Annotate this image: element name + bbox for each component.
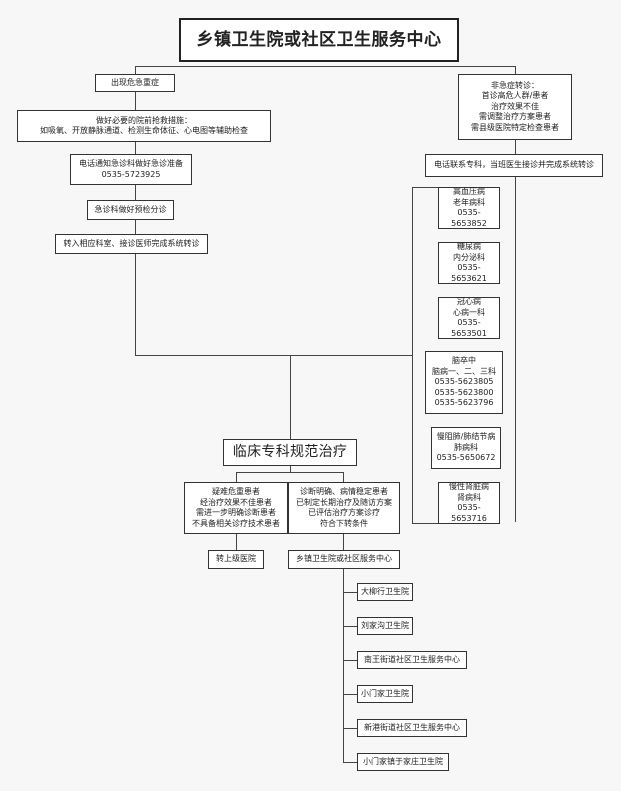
connector-dept-bracket (412, 187, 413, 524)
connector-outcome-right (343, 472, 344, 482)
connector-clinic-2 (343, 626, 357, 627)
refer-lower-clinic: 乡镇卫生院或社区服务中心 (288, 550, 400, 569)
connector-clinic-4 (343, 694, 357, 695)
connector-clinic-3 (343, 660, 357, 661)
connector-lower (343, 534, 344, 550)
connector-clinic-5 (343, 728, 357, 729)
connector-center-out (290, 466, 291, 472)
refer-upper-hospital: 转上级医院 (208, 550, 264, 569)
connector-center-in (290, 355, 291, 439)
outcome-downward-criteria: 诊断明确、病情稳定患者 已制定长期治疗及随访方案 已评估治疗方案诊疗 符合下转条… (288, 482, 400, 534)
dept-diabetes: 糖尿病 内分泌科 0535-5653621 (438, 242, 500, 284)
connector-left-4 (135, 220, 136, 234)
first-aid-node: 做好必要的院前抢救措施： 如吸氧、开放静脉通道、检测生命体征、心电图等辅助检查 (17, 110, 271, 142)
contact-specialist-node: 电话联系专科，当班医生接诊并完成系统转诊 (425, 154, 603, 177)
connector-left-top (135, 66, 136, 74)
connector-merge-h (135, 355, 412, 356)
dept-kidney: 慢性肾脏病 肾病科 0535-5653716 (438, 482, 500, 524)
connector-outcome-h (236, 472, 343, 473)
clinic-item: 南王街道社区卫生服务中心 (357, 651, 467, 669)
connector-outcome-left (236, 472, 237, 482)
connector-left-merge (135, 254, 136, 355)
clinic-item: 新港街道社区卫生服务中心 (357, 719, 467, 737)
connector-right-top (515, 66, 516, 74)
connector-title-h (135, 66, 515, 67)
clinical-treatment-node: 临床专科规范治疗 (223, 439, 357, 466)
notify-emergency-node: 电话通知急诊科做好急诊准备 0535-5723925 (70, 154, 192, 185)
connector-left-3 (135, 185, 136, 200)
clinic-item: 小门家卫生院 (357, 685, 413, 703)
clinic-item: 大柳行卫生院 (357, 583, 413, 601)
dept-hypertension: 高血压病 老年病科 0535-5653852 (438, 187, 500, 229)
outcome-upward-criteria: 疑难危重患者 经治疗效果不佳患者 需进一步明确诊断患者 不具备相关诊疗技术患者 (184, 482, 288, 534)
dept-stroke: 脑卒中 脑病一、二、三科 0535-5623805 0535-5623800 0… (425, 351, 503, 414)
connector-clinic-6 (343, 762, 357, 763)
diagram-title: 乡镇卫生院或社区卫生服务中心 (179, 18, 459, 62)
clinic-item: 小门家镇于家庄卫生院 (357, 753, 449, 771)
transfer-node: 转入相应科室、接诊医师完成系统转诊 (55, 234, 208, 254)
emergency-node: 出现危急重症 (95, 74, 175, 92)
non-emergency-node: 非急症转诊： 首诊高危人群/患者 治疗效果不佳 需调整治疗方案患者 需县级医院特… (458, 74, 572, 140)
connector-right-1 (515, 140, 516, 154)
connector-clinic-trunk (343, 569, 344, 763)
connector-dept-bracket-top (412, 187, 438, 188)
dept-coronary: 冠心病 心病一科 0535-5653501 (438, 297, 500, 339)
clinic-item: 刘家沟卫生院 (357, 617, 413, 635)
connector-dept-trunk-right (515, 177, 516, 522)
triage-node: 急诊科做好预检分诊 (87, 200, 174, 220)
connector-left-2 (135, 142, 136, 154)
connector-upper (236, 534, 237, 550)
connector-dept-bracket-bottom (412, 523, 438, 524)
dept-copd: 慢阻肺/肺结节病 肺病科 0535-5650672 (431, 427, 501, 469)
connector-clinic-1 (343, 592, 357, 593)
connector-left-1 (135, 92, 136, 110)
